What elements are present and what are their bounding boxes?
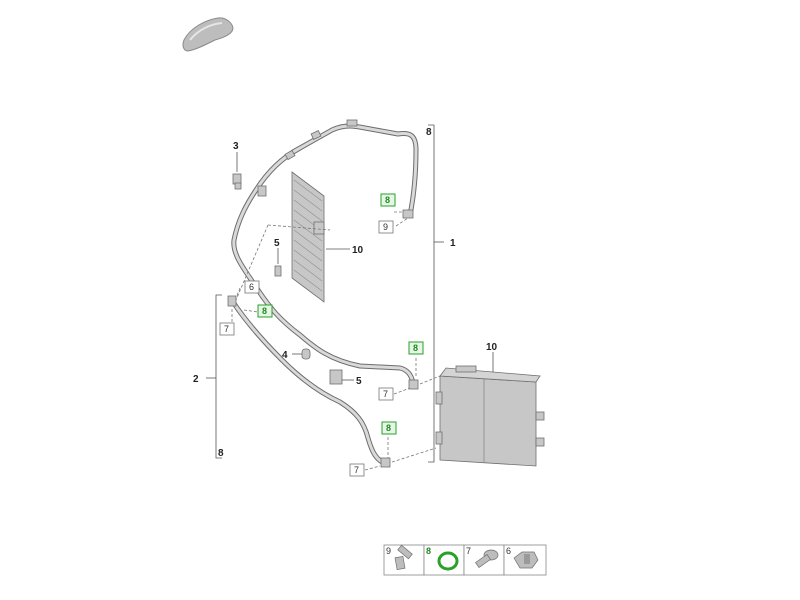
svg-text:7: 7: [466, 546, 471, 556]
ref-box-8-highlight[interactable]: 8: [380, 193, 396, 207]
ref-box-8-highlight[interactable]: 8: [408, 341, 424, 355]
svg-text:8: 8: [426, 546, 431, 556]
bracket-part-5-lower: [329, 369, 354, 385]
pipe-sleeve: [346, 119, 358, 127]
guide-line: [393, 387, 411, 395]
pipe-fitting: [380, 457, 391, 468]
pipe-sleeve: [284, 149, 296, 161]
ref-box-7: 7: [349, 463, 365, 477]
callout-1: 1: [450, 238, 456, 249]
svg-text:8: 8: [385, 195, 390, 205]
pressure-sensor-part-3: [232, 152, 242, 190]
legend-item-7[interactable]: 7: [463, 544, 505, 576]
refrigerant-line-1: [231, 123, 419, 387]
legend-item-9[interactable]: 9: [383, 544, 425, 576]
svg-text:7: 7: [224, 324, 229, 334]
ref-box-7: 7: [219, 322, 235, 336]
svg-text:8: 8: [413, 343, 418, 353]
ref-box-7: 7: [378, 387, 394, 401]
pipe-fitting: [402, 209, 414, 219]
guide-line: [395, 217, 409, 227]
ref-box-8-highlight[interactable]: 8: [381, 421, 397, 435]
parts-legend: 9 8 7 6: [383, 544, 547, 576]
callout-8-left: 8: [218, 448, 224, 459]
callout-10-lower: 10: [486, 342, 498, 353]
pipe-fitting: [227, 295, 237, 307]
refrigerant-line-2: [230, 299, 389, 467]
svg-text:6: 6: [249, 282, 254, 292]
callout-10-upper: 10: [352, 245, 364, 256]
group-1-bracket: [428, 124, 444, 463]
callout-8-top: 8: [426, 127, 432, 138]
seal-ring-icon: [437, 551, 459, 571]
screw-icon: [475, 549, 499, 568]
guide-line: [243, 309, 259, 313]
guide-line: [419, 375, 441, 385]
pipe-sleeve: [310, 130, 322, 140]
svg-text:8: 8: [262, 306, 267, 316]
pipe-clamp: [257, 185, 267, 197]
ref-box-9: 9: [378, 220, 394, 234]
guide-line: [391, 447, 437, 463]
grommet-part-4: [292, 348, 311, 360]
legend-item-8[interactable]: 8: [423, 544, 465, 576]
callout-5-lower: 5: [356, 376, 362, 387]
guide-line: [235, 287, 241, 299]
callout-2: 2: [193, 374, 199, 385]
svg-text:6: 6: [506, 546, 511, 556]
condenser-part-10: [291, 171, 350, 303]
guide-line: [267, 224, 331, 231]
svg-text:7: 7: [354, 465, 359, 475]
car-silhouette-icon: [182, 17, 234, 52]
svg-text:9: 9: [383, 222, 388, 232]
callout-5-upper: 5: [274, 238, 280, 249]
bolt-icon: [394, 544, 413, 571]
pipe-fitting: [408, 379, 419, 390]
guide-line: [364, 465, 381, 471]
ref-box-6: 6: [244, 280, 260, 294]
callout-3: 3: [233, 141, 239, 152]
ref-box-8-highlight[interactable]: 8: [257, 304, 273, 318]
guide-line: [235, 224, 269, 301]
svg-text:7: 7: [383, 389, 388, 399]
svg-text:8: 8: [386, 423, 391, 433]
group-2-bracket: [206, 294, 222, 459]
legend-item-6[interactable]: 6: [503, 544, 547, 576]
radiator-part-10: [435, 352, 545, 467]
svg-text:9: 9: [386, 546, 391, 556]
bracket-part-5-upper: [274, 248, 282, 277]
callout-4: 4: [282, 350, 288, 361]
clip-icon: [513, 551, 539, 569]
